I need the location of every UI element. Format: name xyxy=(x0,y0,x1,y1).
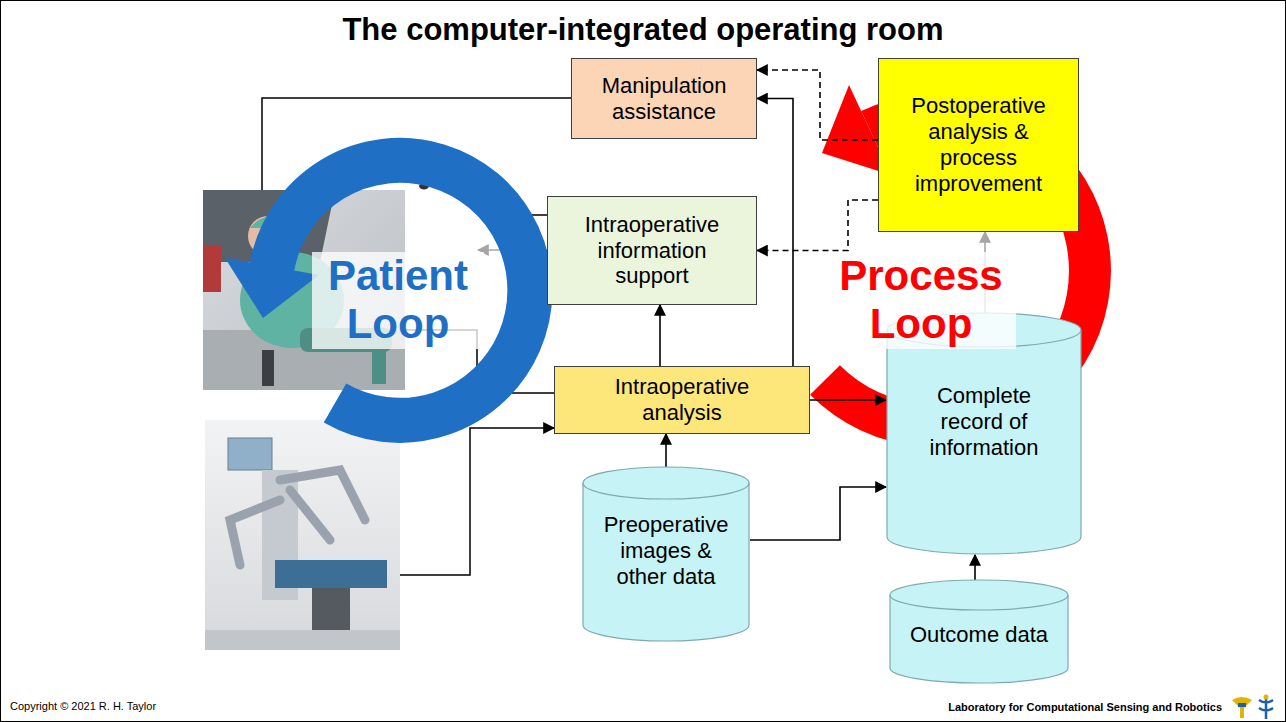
copyright-note: Copyright © 2021 R. H. Taylor xyxy=(10,700,310,713)
dashed-arrow xyxy=(757,70,878,140)
cylinder-lip xyxy=(583,483,749,499)
node-text: Manipulation assistance xyxy=(579,73,749,125)
console-panel xyxy=(203,246,221,292)
cylinder-outline xyxy=(886,313,1082,555)
loop-arc xyxy=(272,160,530,420)
flow-arrow xyxy=(665,434,667,467)
loop-arrowhead xyxy=(225,258,319,318)
logo xyxy=(1232,697,1252,718)
cylinder-body xyxy=(890,580,1068,683)
cylinder-body xyxy=(583,467,749,641)
robot-photo xyxy=(205,420,400,650)
lab-logos xyxy=(1232,695,1273,720)
photo-ground xyxy=(205,420,400,650)
database-cylinder: Outcome data xyxy=(889,580,1069,684)
chair-post xyxy=(262,350,274,386)
floor xyxy=(205,630,400,650)
node-text: Outcome data xyxy=(899,622,1059,648)
node-text: Intraoperative information support xyxy=(570,212,735,290)
flow-arrow xyxy=(659,305,661,366)
node-text: Preoperative images & other data xyxy=(599,512,734,590)
loop-label: Patient Loop xyxy=(312,252,484,349)
slide-title: The computer-integrated operating room xyxy=(0,12,1286,48)
operating-table xyxy=(275,560,387,588)
robot-arms xyxy=(230,470,365,565)
flow-arrow xyxy=(810,399,886,401)
flow-arrow xyxy=(757,99,793,367)
wire-arrow xyxy=(400,428,554,575)
logo-part xyxy=(1264,695,1269,700)
node-text: Postoperative analysis & process improve… xyxy=(904,93,1054,197)
cylinder-body xyxy=(887,313,1081,554)
lab-name: Laboratory for Computational Sensing and… xyxy=(872,701,1222,714)
dashed-arrow xyxy=(757,200,878,251)
flow-arrow xyxy=(750,487,886,540)
process-box: Intraoperative analysis xyxy=(554,366,810,434)
loop-label: Process Loop xyxy=(826,252,1016,349)
database-cylinder: Preoperative images & other data xyxy=(582,467,750,642)
node-text: Complete record of information xyxy=(914,383,1054,461)
cylinder-lip xyxy=(890,595,1068,610)
database-cylinder: Complete record of information xyxy=(886,313,1082,555)
node-text: Intraoperative analysis xyxy=(592,374,772,426)
logo-part xyxy=(1238,703,1246,707)
flow-arrow xyxy=(974,555,976,580)
process-box: Intraoperative information support xyxy=(547,196,757,305)
patient-loop-arrow xyxy=(225,160,530,420)
process-box: Postoperative analysis & process improve… xyxy=(878,58,1079,232)
process-box: Manipulation assistance xyxy=(571,58,757,139)
monitor xyxy=(228,438,272,470)
wires xyxy=(262,98,571,575)
